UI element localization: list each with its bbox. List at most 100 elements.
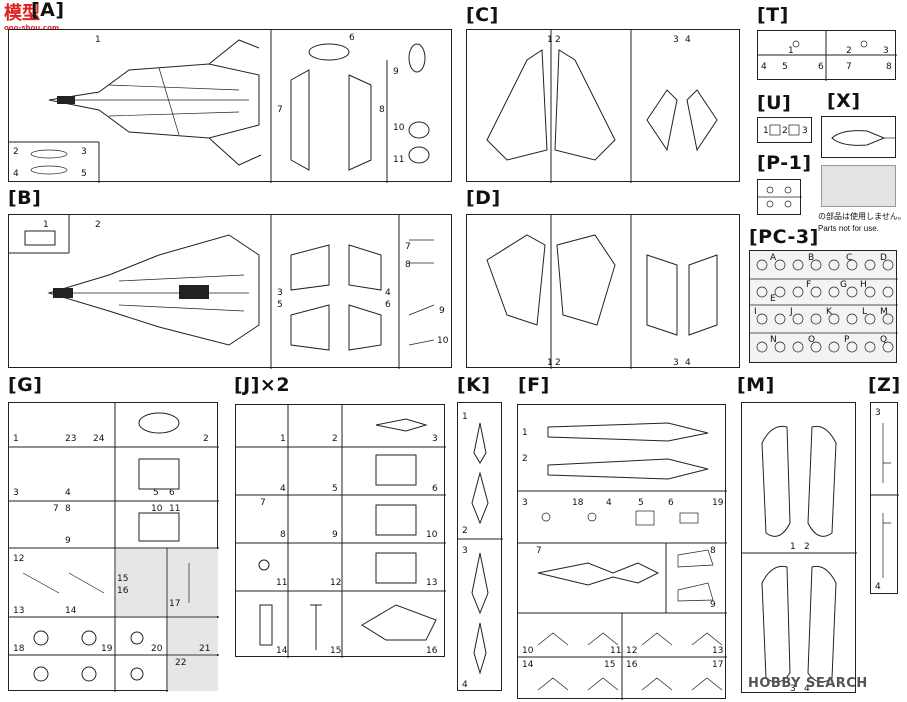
sheet-label-u: [U] xyxy=(757,92,792,114)
part-num: 2 xyxy=(203,434,209,444)
part-num: 6 xyxy=(349,33,355,43)
part-num: 1 xyxy=(788,46,794,56)
part-num: 23 xyxy=(65,434,76,444)
part-num: 2 xyxy=(13,147,19,157)
sheet-label-t: [T] xyxy=(757,4,789,26)
part-num: 9 xyxy=(393,67,399,77)
sheet-label-x: [X] xyxy=(827,90,861,112)
part-num: 24 xyxy=(93,434,105,444)
part-num: 11 xyxy=(276,578,287,588)
part-num: 16 xyxy=(626,660,638,670)
sheet-label-pc3: [PC-3] xyxy=(749,226,819,248)
part-num: 11 xyxy=(393,155,404,165)
sprue-k: 1 2 3 4 xyxy=(457,402,503,691)
sprue-a-drawing: 1 2 3 4 5 6 7 8 9 10 11 xyxy=(9,30,430,183)
part-num: 2 xyxy=(462,526,468,536)
part-num: 4 xyxy=(685,35,691,45)
sprue-m: 1 2 3 4 xyxy=(741,402,857,694)
part-num: 14 xyxy=(276,646,288,656)
part-num: 15 xyxy=(604,660,615,670)
part-num: 3 xyxy=(875,408,881,418)
part-num: 9 xyxy=(332,530,338,540)
part-num: 3 xyxy=(673,358,679,368)
part-num: 5 xyxy=(81,169,87,179)
part-num: 5 xyxy=(277,300,283,310)
part-letter: F xyxy=(806,280,811,290)
part-num: 3 xyxy=(13,488,19,498)
sprue-f-drawing: 1 2 3 4 5 6 7 8 9 10 11 12 13 14 15 16 1… xyxy=(518,422,727,700)
part-num: 3 xyxy=(81,147,87,157)
part-letter: E xyxy=(770,294,776,304)
part-letter: I xyxy=(754,307,757,317)
sprue-b-drawing: 1 2 3 4 5 6 7 8 9 10 xyxy=(9,215,449,369)
sprue-k-drawing: 1 2 3 4 xyxy=(458,412,503,690)
sprue-m-drawing: 1 2 3 4 xyxy=(742,425,857,694)
part-num: 5 xyxy=(638,498,644,508)
part-num: 5 xyxy=(782,62,788,72)
part-num: 4 xyxy=(804,684,810,694)
sprue-p1-drawing xyxy=(758,186,802,208)
part-num: 4 xyxy=(280,484,286,494)
part-letter: L xyxy=(862,307,867,317)
part-num: 19 xyxy=(101,644,113,654)
part-num: 15 xyxy=(330,646,341,656)
part-num: 13 xyxy=(712,646,723,656)
part-num: 2 xyxy=(846,46,852,56)
part-num: 16 xyxy=(117,586,129,596)
part-num: 6 xyxy=(432,484,438,494)
sprue-u-drawing: 1 2 3 xyxy=(763,124,808,136)
sheet-label-a: [A] xyxy=(31,0,65,21)
part-letter: A xyxy=(770,253,777,263)
hobby-search-text: HOBBY SEARCH xyxy=(748,676,868,691)
part-num: 10 xyxy=(393,123,405,133)
hobby-search-logo: HOBBY SEARCH xyxy=(748,676,868,691)
part-letter: O xyxy=(808,335,815,345)
part-num: 6 xyxy=(818,62,824,72)
sprue-a: 1 2 3 4 5 6 7 8 9 10 11 xyxy=(8,29,452,183)
part-letter: H xyxy=(860,280,867,290)
part-num: 3 xyxy=(790,684,796,694)
part-num: 10 xyxy=(426,530,438,540)
part-num: 22 xyxy=(175,658,186,668)
part-num: 3 xyxy=(462,546,468,556)
part-num: 18 xyxy=(572,498,584,508)
part-num: 3 xyxy=(802,126,808,136)
part-num: 17 xyxy=(169,599,180,609)
sprue-c-drawing: 1 2 3 4 xyxy=(486,30,718,183)
sprue-z-drawing: 3 4 xyxy=(871,408,899,592)
part-num: 7 xyxy=(277,105,283,115)
part-num: 13 xyxy=(426,578,437,588)
part-num: 1 xyxy=(547,35,553,45)
part-num: 7 xyxy=(536,546,542,556)
part-num: 8 xyxy=(65,504,71,514)
unused-note-en: Parts not for use. xyxy=(818,224,879,233)
part-num: 1 xyxy=(790,542,796,552)
part-letter: D xyxy=(880,253,887,263)
sprue-z: 3 4 xyxy=(870,402,899,594)
part-letter: P xyxy=(844,335,850,345)
part-num: 8 xyxy=(379,105,385,115)
sprue-x xyxy=(821,116,896,158)
part-num: 2 xyxy=(555,35,561,45)
part-num: 1 xyxy=(763,126,769,136)
part-num: 10 xyxy=(437,336,449,346)
sprue-g: 1 2 3 4 5 6 7 8 9 10 11 12 13 14 15 16 1… xyxy=(8,402,219,692)
part-num: 4 xyxy=(462,680,468,690)
part-num: 1 xyxy=(95,35,101,45)
part-num: 10 xyxy=(522,646,534,656)
part-num: 20 xyxy=(151,644,163,654)
part-letter: M xyxy=(880,307,888,317)
part-num: 15 xyxy=(117,574,128,584)
part-num: 8 xyxy=(405,260,411,270)
part-num: 7 xyxy=(260,498,266,508)
part-num: 1 xyxy=(547,358,553,368)
part-num: 14 xyxy=(522,660,534,670)
part-num: 5 xyxy=(153,488,159,498)
sprue-t-drawing: 1 2 3 4 5 6 7 8 xyxy=(758,31,897,81)
part-num: 2 xyxy=(804,542,810,552)
part-letter: Q xyxy=(880,335,887,345)
part-num: 1 xyxy=(462,412,468,422)
sprue-d-drawing: 1 2 3 4 xyxy=(486,215,718,369)
sprue-u: 1 2 3 xyxy=(757,117,812,143)
